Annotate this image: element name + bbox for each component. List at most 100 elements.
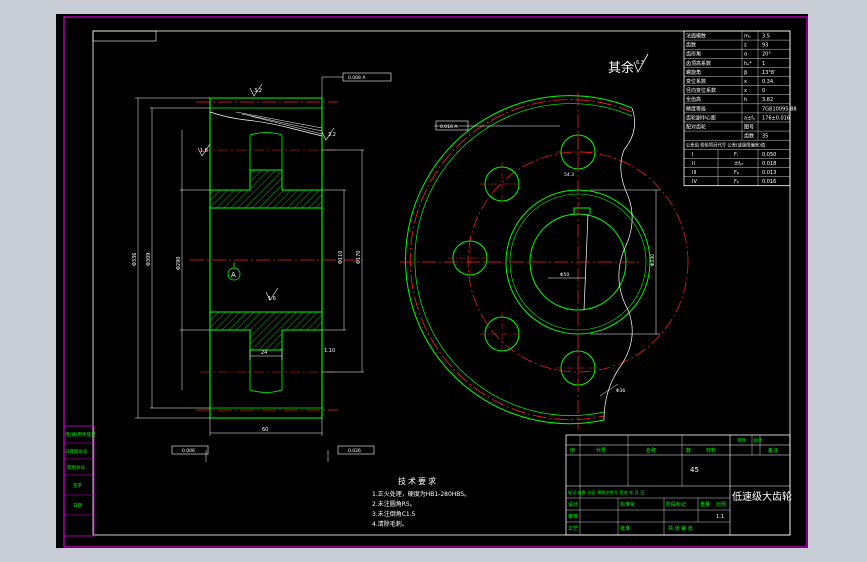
param-name: 精度等级 [686, 105, 706, 112]
check-value: 0.050 [762, 152, 776, 158]
param-value: 3.82 [762, 97, 773, 103]
param-symbol: 图号 [744, 125, 754, 131]
corner-tag [92, 30, 157, 42]
dim-bore-key: Φ50 [560, 272, 569, 278]
tb-title: 低速级大齿轮 [732, 490, 792, 503]
tb-h-seq: 序 [570, 447, 575, 454]
root-circle [414, 103, 633, 416]
check-group: III [692, 170, 696, 176]
check-group: I [692, 152, 693, 158]
param-symbol: 齿数 [744, 133, 754, 140]
param-name: 法面模数 [686, 33, 706, 40]
front-view: 0.016 A 54.3 Φ50 Φ230 Φ36 其余 6.3 [400, 53, 689, 430]
tb-scale-label: 比例 [716, 501, 726, 508]
break-line [209, 111, 323, 137]
param-name: 齿顶高系数 [686, 60, 711, 67]
tip-circle [405, 95, 633, 425]
check-header: 公差组 检验项目代号 公差(或极限偏差)值 [686, 142, 766, 149]
param-symbol: x [744, 88, 747, 94]
roughness-right-value: 3.2 [328, 132, 336, 138]
dim-hub-outer: Φ170 [356, 251, 362, 264]
dim-hub-label: 1.6 [268, 296, 276, 302]
param-symbol: z [744, 43, 747, 49]
param-value: 93 [762, 43, 768, 49]
keyway [573, 207, 591, 214]
roughness-marks [197, 83, 335, 301]
tol-bottom-right-text: 0.026 [348, 448, 361, 454]
tol-top-text: 0.008 A [348, 75, 366, 81]
tol-frame-bottom-left: 0.006 [171, 445, 209, 455]
datum-label: A [231, 271, 236, 279]
param-name: 齿形角 [686, 51, 701, 58]
model-space [56, 14, 808, 548]
strip-item-5: 日期 [73, 503, 82, 509]
tb-sheet: 共 张 第 张 [668, 525, 693, 532]
check-symbol: Fᵦ [734, 170, 739, 176]
strip-item-2: 旧底图总号 [65, 448, 88, 455]
tb-scale: 1:1 [716, 514, 724, 520]
tech-item-4: 4.清除毛刺。 [372, 520, 408, 528]
param-name: 径向变位系数 [686, 87, 716, 94]
roughness-top-value: 3.2 [254, 88, 262, 94]
tb-review: 审核 [568, 513, 578, 520]
dim-web: 24 [261, 350, 267, 356]
tech-title: 技术要求 [398, 476, 438, 486]
section-view: Φ336 Φ309 Φ290 Φ110 Φ170 60 24 1.10 1. [132, 72, 392, 462]
tol-frame-top: 0.008 A [321, 72, 392, 98]
tb-h-total: 总计 [753, 437, 762, 444]
tb-material: 45 [690, 466, 699, 474]
general-roughness-label: 其余 [608, 60, 634, 76]
tb-h-name: 名称 [646, 447, 656, 454]
param-value: 20° [762, 52, 771, 58]
tb-design: 设计 [568, 501, 578, 508]
tb-h-qty: 数 [686, 447, 691, 454]
tb-stage: 阶段标记 [666, 501, 686, 508]
param-value: 0.34 [762, 79, 773, 85]
param-symbol: hₐ* [744, 61, 752, 67]
dim-chamfer: 1.10 [324, 348, 335, 354]
param-symbol: h [744, 97, 747, 103]
param-value: 176±0.016 [762, 115, 790, 121]
tech-item-3: 3.未注倒角C1.5 [372, 510, 416, 518]
view-break [603, 107, 635, 421]
dim-right [322, 149, 364, 373]
roughness-left-value: 1.6 [200, 148, 208, 154]
strip-item-4: 签字 [73, 482, 82, 489]
check-group: II [692, 161, 695, 167]
tb-standard: 标准化 [620, 501, 635, 508]
tol-frame-left [435, 120, 469, 131]
param-value: 13°8′ [762, 70, 776, 76]
left-strip: 借(通)用件登记 旧底图总号 底图总号 签字 日期 [63, 425, 96, 537]
param-name: 全齿高 [686, 96, 701, 103]
strip-item-3: 底图总号 [67, 464, 85, 471]
dim-hub-bore: Φ110 [338, 251, 344, 264]
dim-hole-circle: Φ230 [650, 254, 656, 266]
dim-width: 60 [262, 427, 268, 433]
strip-item-1: 借(通)用件登记 [65, 431, 96, 438]
inner-frame [92, 30, 791, 536]
dim-keyway: 54.3 [564, 172, 574, 178]
param-value: 0 [762, 88, 765, 94]
tol-bottom-left-text: 0.006 [182, 448, 195, 454]
tb-weight: 重量 [700, 501, 710, 508]
tb-change-row: 标记 处数 分区 更改文件号 签名 年 月 日 [568, 489, 644, 496]
tol-left-text: 0.016 A [440, 124, 458, 130]
param-name: 齿数 [686, 42, 696, 49]
param-symbol: mₙ [744, 34, 751, 40]
param-name: 齿轮副中心距 [686, 114, 716, 121]
check-value: 0.018 [762, 161, 776, 167]
general-roughness-value: 6.3 [636, 60, 644, 66]
param-symbol: β [744, 70, 747, 76]
dim-rim: Φ290 [176, 257, 182, 270]
param-value: 7GB10095-88 [762, 106, 797, 112]
tech-item-2: 2.未注圆角R5。 [372, 500, 416, 508]
sheet-border [63, 16, 808, 548]
tb-h-remark: 备注 [768, 447, 778, 454]
check-value: 0.016 [762, 179, 776, 185]
tb-approve: 批准 [620, 525, 630, 532]
helix-lines [235, 111, 323, 135]
hole-upper [249, 132, 283, 170]
tb-h-mat: 材料 [706, 447, 716, 454]
check-symbol: Fᵣ [734, 152, 739, 158]
